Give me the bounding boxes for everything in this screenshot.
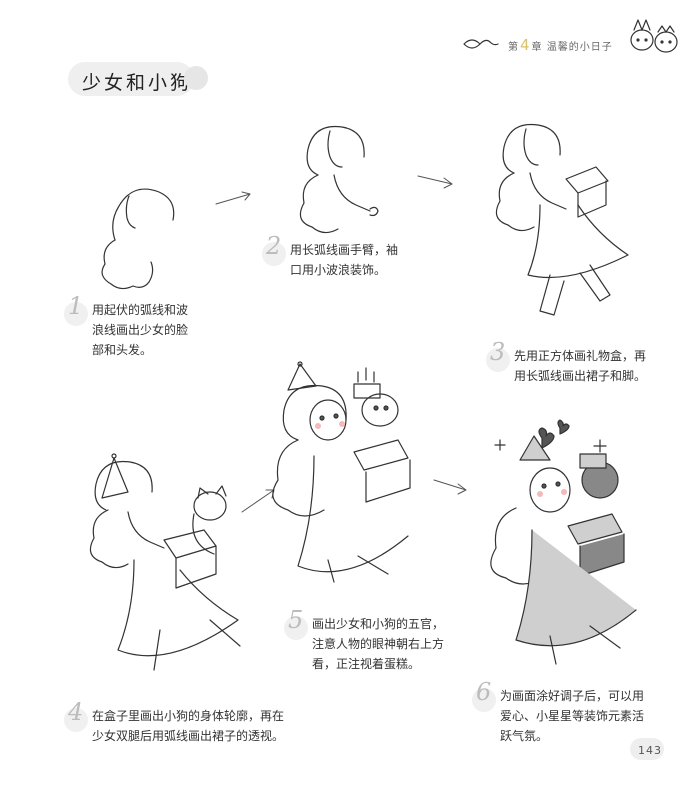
bunny-cat-icon — [630, 19, 678, 53]
paw-icon — [184, 66, 208, 90]
arrow-icon — [215, 191, 251, 205]
step-number: 5 — [284, 608, 310, 640]
step-3-caption: 3 先用正方体画礼物盒，再 用长弧线画出裙子和脚。 — [486, 340, 674, 386]
step-number: 4 — [64, 700, 90, 732]
chapter-label: 第4章 温馨的小日子 — [508, 36, 613, 54]
step-5-caption: 5 画出少女和小狗的五官， 注意人物的眼神朝右上方 看，正注视着蛋糕。 — [284, 608, 472, 674]
dragonfly-icon — [463, 39, 499, 49]
step-text: 先用正方体画礼物盒，再 用长弧线画出裙子和脚。 — [514, 349, 647, 383]
arrow-icon — [417, 175, 453, 189]
step-6-caption: 6 为画面涂好调子后，可以用 爱心、小星星等装饰元素活 跃气氛。 — [472, 680, 670, 746]
illustration-step-4 — [89, 453, 241, 671]
step-text: 画出少女和小狗的五官， 注意人物的眼神朝右上方 看，正注视着蛋糕。 — [312, 617, 445, 671]
step-4-caption: 4 在盒子里画出小狗的身体轮廓，再在 少女双腿后用弧线画出裙子的透视。 — [64, 700, 322, 746]
section-title-pill: 少女和小狗 — [68, 62, 194, 96]
illustration-step-5 — [272, 361, 411, 583]
illustration-step-1 — [101, 188, 175, 290]
illustration-step-2 — [299, 125, 379, 234]
chapter-number: 4 — [520, 36, 531, 54]
page-number: 143 — [638, 744, 662, 757]
arrow-icon — [433, 479, 467, 495]
step-text: 用长弧线画手臂，袖 口用小波浪装饰。 — [290, 243, 399, 277]
illustration-step-3 — [495, 123, 629, 316]
step-text: 在盒子里画出小狗的身体轮廓，再在 少女双腿后用弧线画出裙子的透视。 — [92, 709, 285, 743]
page-title: 少女和小狗 — [82, 72, 193, 94]
step-1-caption: 1 用起伏的弧线和波 浪线画出少女的脸 部和头发。 — [64, 294, 212, 360]
step-number: 6 — [472, 680, 498, 712]
step-2-caption: 2 用长弧线画手臂，袖 口用小波浪装饰。 — [262, 234, 440, 280]
step-text: 用起伏的弧线和波 浪线画出少女的脸 部和头发。 — [92, 303, 189, 357]
step-text: 为画面涂好调子后，可以用 爱心、小星星等装饰元素活 跃气氛。 — [500, 689, 645, 743]
page-header: 第4章 温馨的小日子 — [460, 19, 685, 66]
step-number: 2 — [262, 234, 288, 266]
step-number: 3 — [486, 340, 512, 372]
illustration-step-6 — [490, 419, 637, 665]
step-number: 1 — [64, 294, 90, 326]
